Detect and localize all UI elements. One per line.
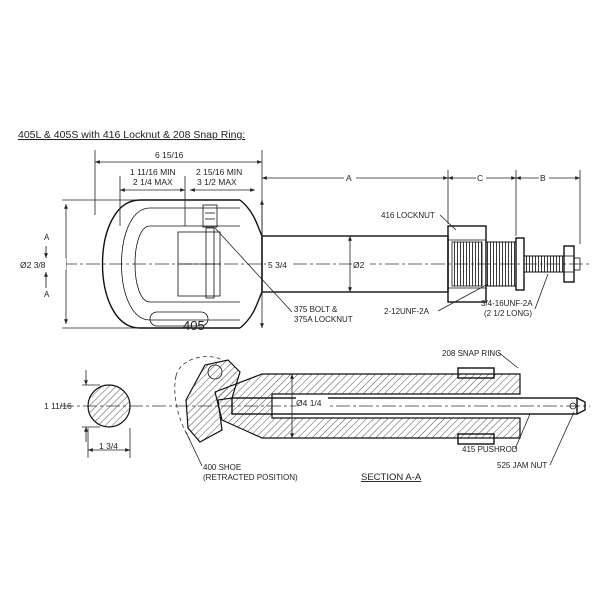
label-thread-rod-1: 3/4-16UNF-2A <box>481 299 533 308</box>
drawing-title: 405L & 405S with 416 Locknut & 208 Snap … <box>18 129 245 141</box>
part-number-label: 405 <box>183 318 205 333</box>
label-shoe-2: (RETRACTED POSITION) <box>203 473 298 482</box>
label-jam-nut: 525 JAM NUT <box>497 461 547 470</box>
dim-dia-shank: Ø2 <box>353 260 365 270</box>
dim-c: C <box>477 173 483 183</box>
top-view: 405 A A 6 15/16 1 11/16 MIN 2 1/4 MAX 2 … <box>20 150 590 333</box>
dim-height: 5 3/4 <box>268 260 287 270</box>
label-pushrod: 415 PUSHROD <box>462 445 518 454</box>
eye-section <box>87 384 131 428</box>
dim-max1: 2 1/4 MAX <box>133 177 173 187</box>
clevis-eye <box>101 199 240 329</box>
dim-max2: 3 1/2 MAX <box>197 177 237 187</box>
dim-a: A <box>346 173 352 183</box>
label-thread-main: 2-12UNF-2A <box>384 307 430 316</box>
dim-sec-width: 1 3/4 <box>99 441 118 451</box>
dim-dia-eye: Ø2 3/8 <box>20 260 46 270</box>
dim-dia-bore: Ø4 1/4 <box>296 398 322 408</box>
label-bolt-2: 375A LOCKNUT <box>294 315 353 324</box>
dim-sec-height: 1 11/16 <box>44 401 72 411</box>
label-locknut: 416 LOCKNUT <box>381 211 435 220</box>
label-shoe-1: 400 SHOE <box>203 463 241 472</box>
dim-b: B <box>540 173 546 183</box>
label-snap-ring: 208 SNAP RING <box>442 349 501 358</box>
dim-overall: 6 15/16 <box>155 150 184 160</box>
section-view: 1 11/16 1 3/4 Ø4 1/4 208 SNAP RING 415 P… <box>44 349 590 483</box>
section-mark-right: A <box>44 290 50 299</box>
dim-min1: 1 11/16 MIN <box>130 167 176 177</box>
bolt <box>202 204 218 228</box>
dim-min2: 2 15/16 MIN <box>196 167 242 177</box>
pushrod <box>231 397 578 415</box>
shoe-section <box>185 359 241 443</box>
section-mark-left: A <box>44 233 50 242</box>
label-bolt-1: 375 BOLT & <box>294 305 338 314</box>
section-title: SECTION A-A <box>361 472 422 483</box>
label-thread-rod-2: (2 1/2 LONG) <box>484 309 532 318</box>
